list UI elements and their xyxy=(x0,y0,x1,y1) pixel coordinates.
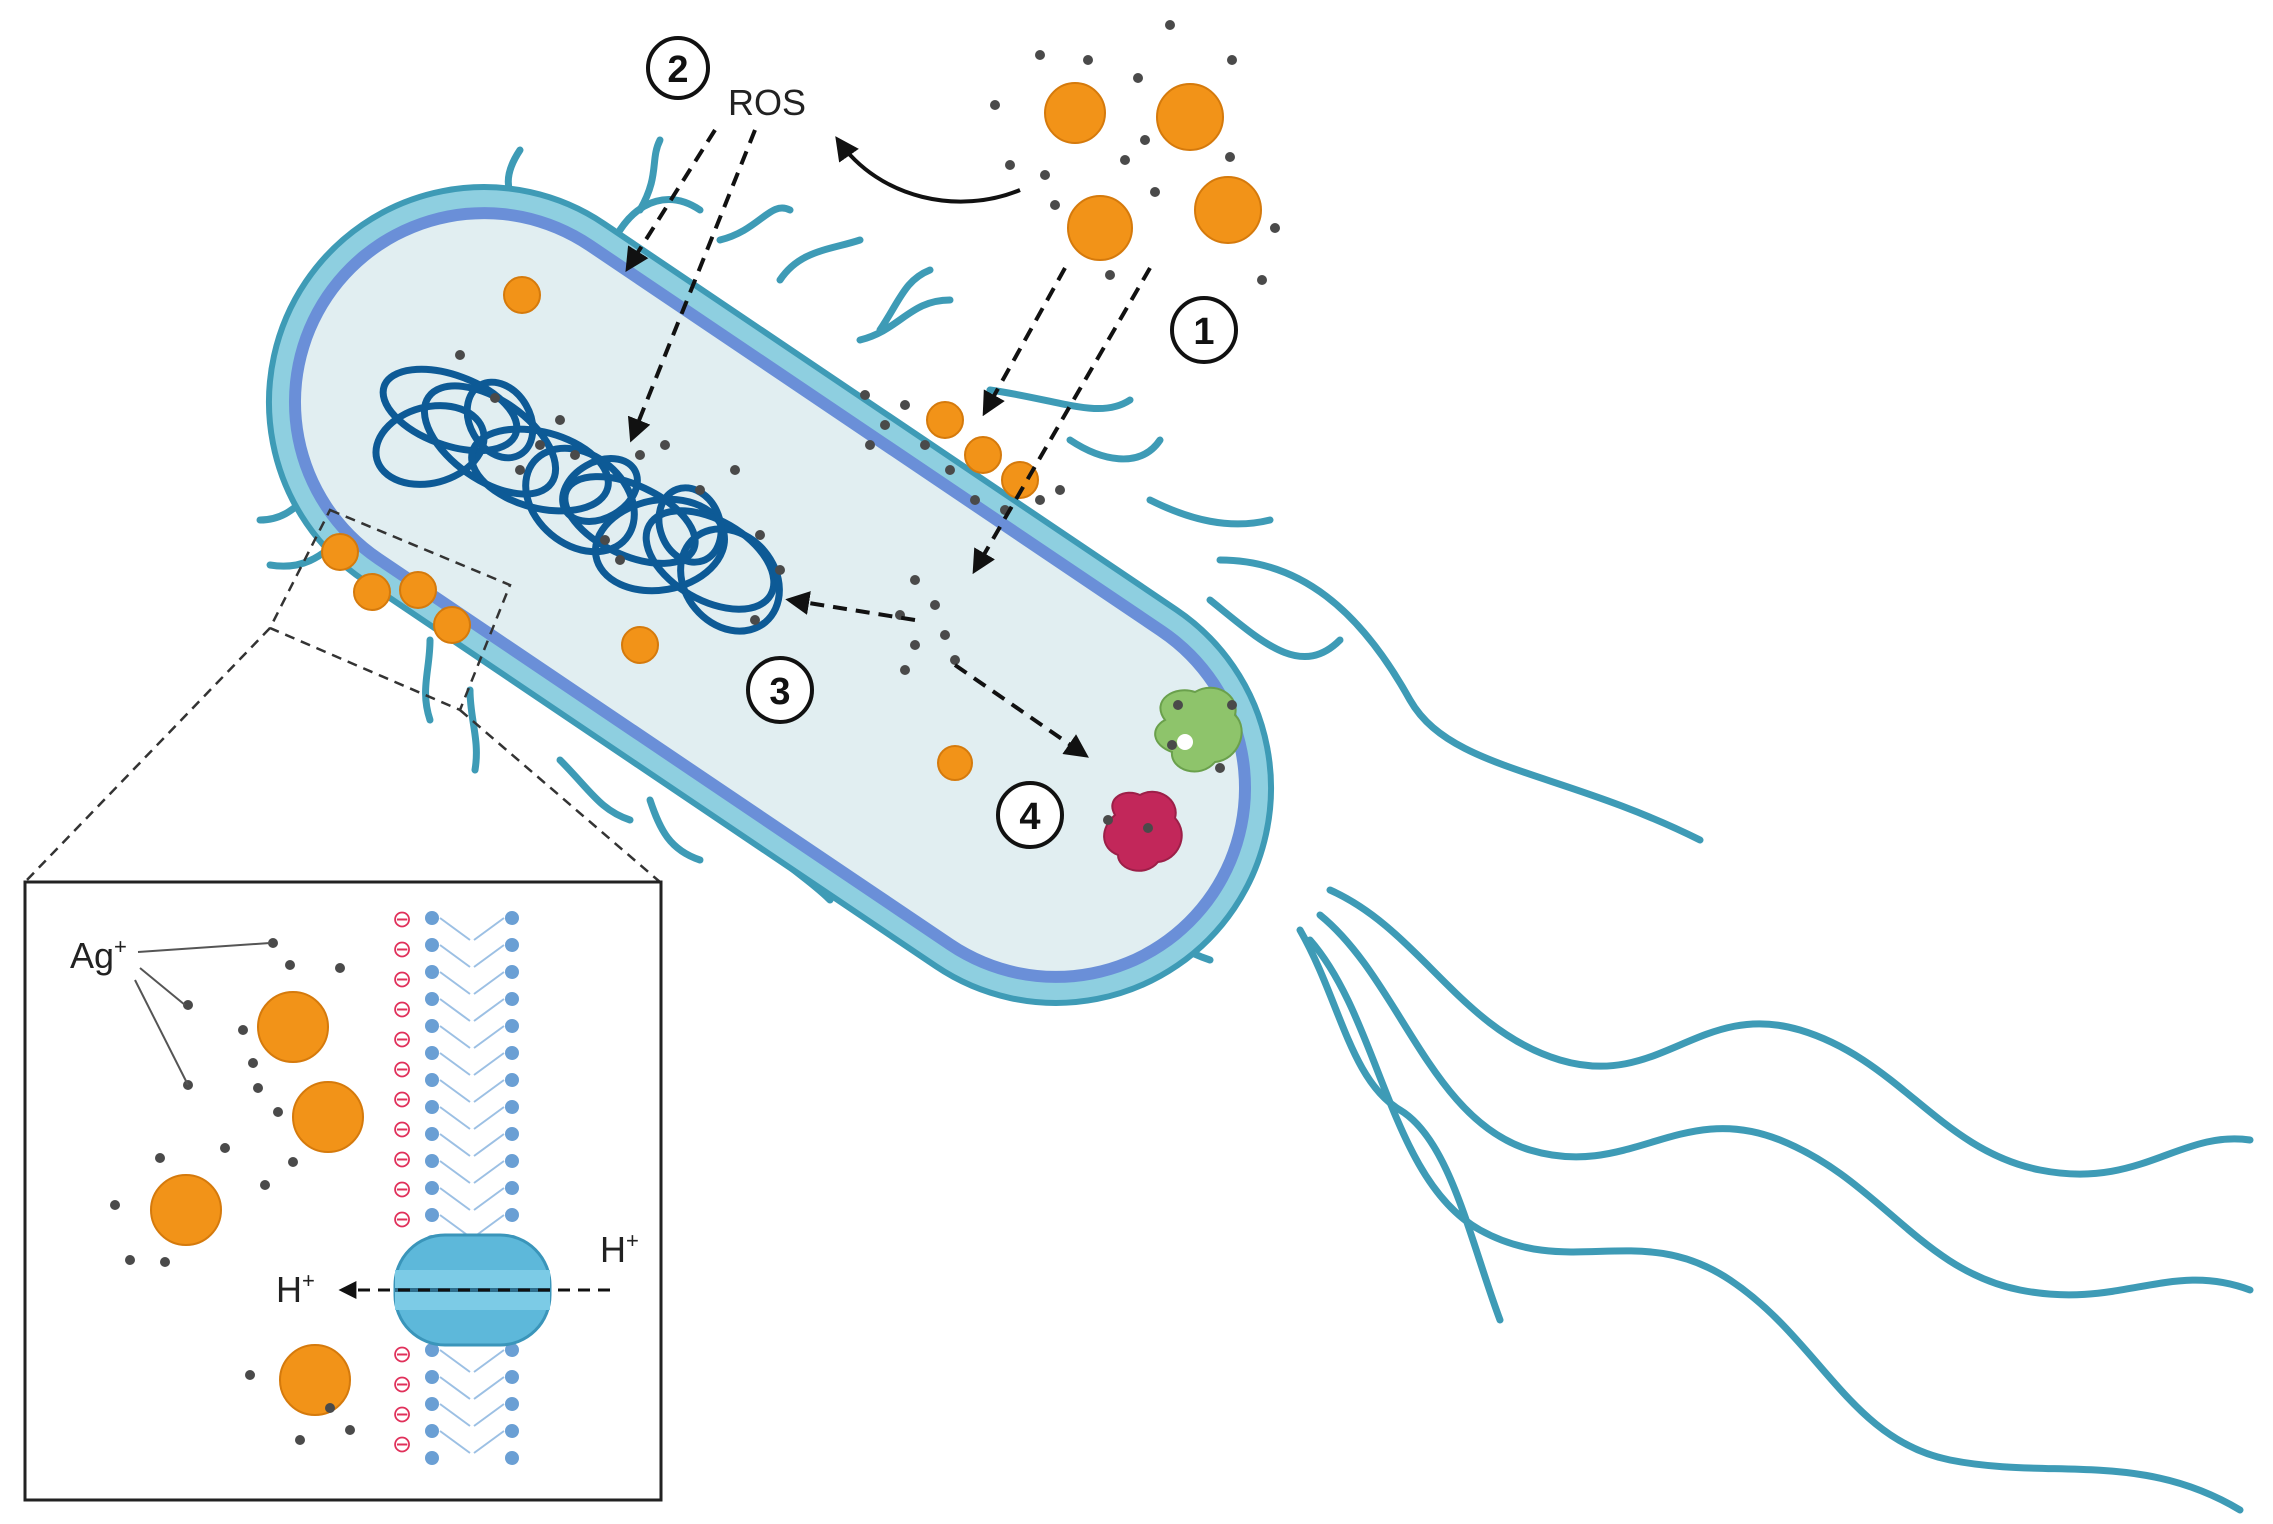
proton-out-label: H+ xyxy=(276,1268,315,1310)
inset-frame xyxy=(23,880,663,1502)
lipid-tails xyxy=(439,917,505,1454)
charge-icon: ⊖ xyxy=(392,1340,412,1368)
membrane-inset: ⊖ ⊖ ⊖ ⊖ ⊖ ⊖ ⊖ ⊖ ⊖ ⊖ ⊖ ⊖ ⊖ ⊖ ⊖ xyxy=(23,880,663,1502)
charge-icon: ⊖ xyxy=(392,1025,412,1053)
charge-icon: ⊖ xyxy=(392,935,412,963)
lipid-bilayer xyxy=(425,911,519,1465)
svg-text:3: 3 xyxy=(769,671,790,713)
nanoparticles-outside xyxy=(1044,82,1262,261)
nanoparticles-cell xyxy=(321,276,1039,781)
ag-pointer-lines xyxy=(134,942,271,1086)
svg-text:Ag+: Ag+ xyxy=(70,934,127,976)
charge-icon: ⊖ xyxy=(392,1055,412,1083)
np-to-membrane-arrow xyxy=(982,267,1067,417)
charge-icon: ⊖ xyxy=(392,1400,412,1428)
protein-red xyxy=(1103,790,1183,872)
proton-in-label: H+ xyxy=(600,1228,639,1270)
charge-icon: ⊖ xyxy=(392,995,412,1023)
silver-ions-dna xyxy=(455,350,785,625)
charge-icon: ⊖ xyxy=(392,1370,412,1398)
step-2-marker: 2 xyxy=(646,36,710,100)
charge-icon: ⊖ xyxy=(392,1115,412,1143)
ions-to-dna-arrow xyxy=(785,591,916,622)
svg-text:4: 4 xyxy=(1019,796,1040,838)
charge-icon: ⊖ xyxy=(392,1430,412,1458)
ros-label: ROS xyxy=(728,82,806,123)
step-1-marker: 1 xyxy=(1170,296,1238,364)
lipid-heads-left xyxy=(425,911,439,1465)
charge-icon: ⊖ xyxy=(392,1205,412,1233)
arrows xyxy=(625,128,1152,758)
charge-icon: ⊖ xyxy=(392,965,412,993)
np-to-cytoplasm-arrow xyxy=(972,266,1152,575)
charge-icon: ⊖ xyxy=(392,1175,412,1203)
silver-ions-outside xyxy=(990,20,1280,285)
step-4-marker: 4 xyxy=(996,781,1064,849)
charge-icon: ⊖ xyxy=(392,905,412,933)
ions-to-protein-arrow xyxy=(953,663,1089,758)
charge-icon: ⊖ xyxy=(392,1085,412,1113)
ros-to-dna-arrow xyxy=(627,129,757,443)
protein-green xyxy=(1154,686,1243,773)
membrane-charges: ⊖ ⊖ ⊖ ⊖ ⊖ ⊖ ⊖ ⊖ ⊖ ⊖ ⊖ ⊖ ⊖ ⊖ ⊖ xyxy=(392,905,412,1458)
ag-ion-label: Ag+ xyxy=(70,934,271,1086)
svg-text:1: 1 xyxy=(1193,311,1214,353)
ros-to-membrane-arrow xyxy=(625,128,717,273)
svg-text:2: 2 xyxy=(667,49,688,91)
dna-nucleoid xyxy=(372,365,783,635)
charge-icon: ⊖ xyxy=(392,1145,412,1173)
silver-ions-cytoplasm xyxy=(895,575,960,675)
step-3-marker: 3 xyxy=(746,656,814,724)
inset-nanoparticles xyxy=(150,991,364,1416)
ros-arrow xyxy=(835,136,1021,204)
zoom-region xyxy=(24,508,661,883)
inset-silver-ions xyxy=(110,938,355,1445)
silver-ions-membrane xyxy=(860,390,1065,515)
lipid-heads-right xyxy=(505,911,519,1465)
